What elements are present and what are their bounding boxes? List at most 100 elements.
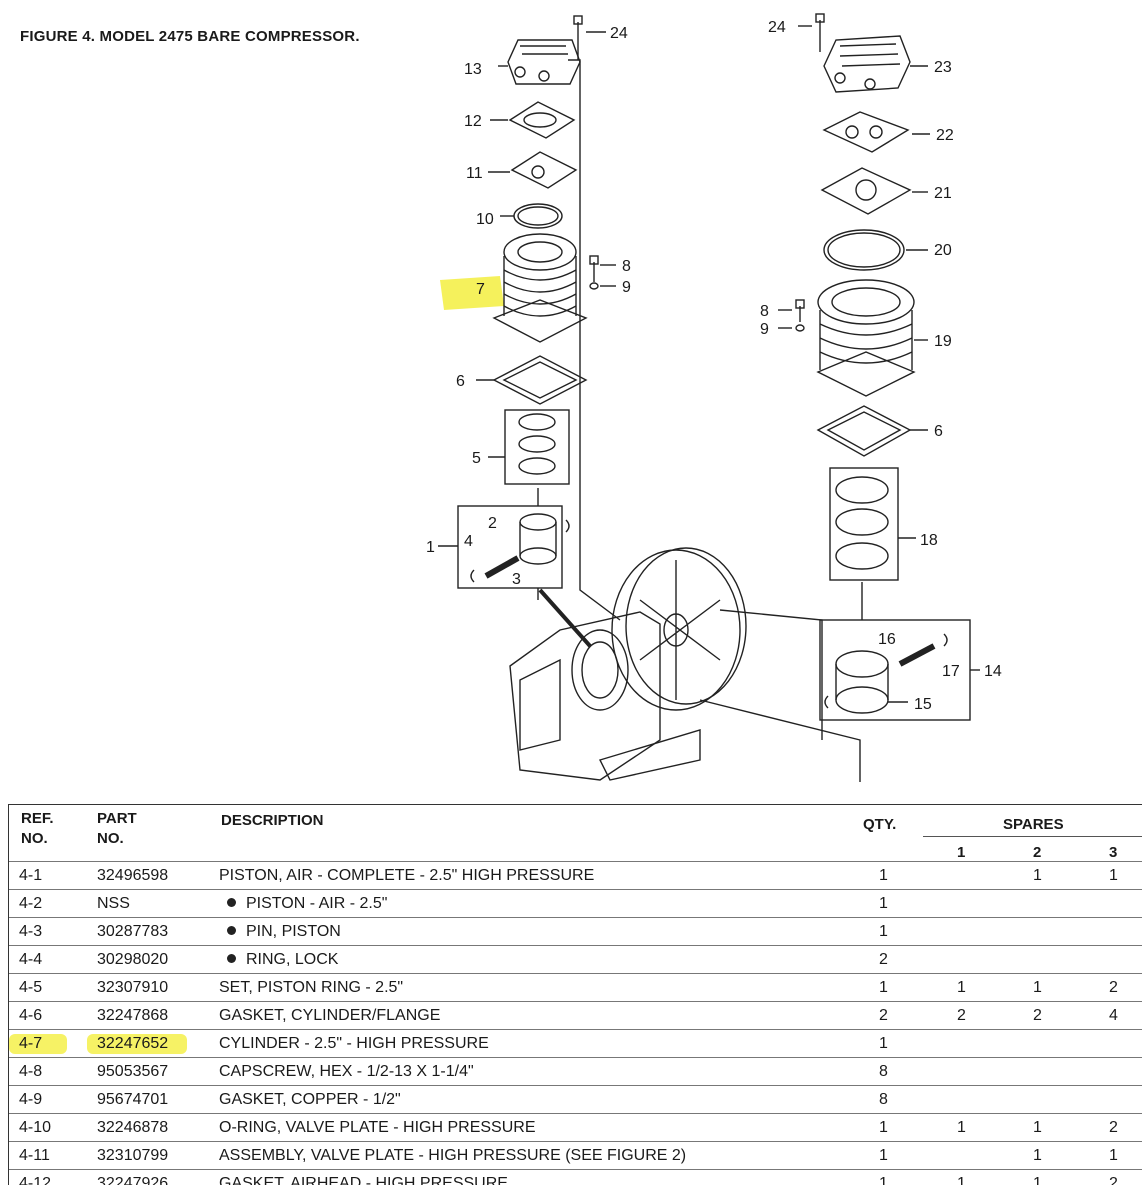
callout-14: 14 — [984, 663, 1002, 680]
cell-description: PISTON, AIR - COMPLETE - 2.5" HIGH PRESS… — [219, 867, 594, 885]
cell-part-no: NSS — [97, 895, 130, 913]
cell-qty-text: 1 — [879, 895, 888, 912]
cell-part-no: 32247652 — [97, 1035, 168, 1053]
cell-spare-3: 2 — [1109, 979, 1118, 997]
cell-ref: 4-1 — [19, 867, 42, 885]
cell-part-no: 30298020 — [97, 951, 168, 969]
cell-description-text: GASKET, CYLINDER/FLANGE — [219, 1007, 441, 1024]
cell-spare-3-text: 2 — [1109, 979, 1118, 996]
header-ref: REF.NO. — [21, 810, 54, 847]
cell-ref-text: 4-4 — [19, 951, 43, 968]
cell-description-text: RING, LOCK — [246, 951, 339, 968]
callout-21: 21 — [934, 185, 952, 202]
callout-24-left: 24 — [610, 25, 628, 42]
cell-qty-text: 1 — [879, 1035, 888, 1052]
cell-ref-text: 4-7 — [19, 1035, 43, 1052]
cell-description: GASKET, AIRHEAD - HIGH PRESSURE — [219, 1175, 508, 1185]
cell-part-no-text: 32310799 — [97, 1147, 169, 1164]
callout-4: 4 — [464, 533, 473, 550]
callout-23: 23 — [934, 59, 952, 76]
table-row: 4-12 32247926 GASKET, AIRHEAD - HIGH PRESS… — [9, 1169, 1142, 1185]
cell-spare-2-text: 1 — [1033, 1119, 1042, 1136]
cell-part-no-text: 95053567 — [97, 1063, 169, 1080]
callout-22: 22 — [936, 127, 954, 144]
cell-spare-3: 4 — [1109, 1007, 1118, 1025]
spares-divider — [923, 836, 1142, 837]
callout-8-left: 8 — [622, 258, 631, 275]
cell-ref: 4-6 — [19, 1007, 42, 1025]
table-row: 4-10 32246878 O-RING, VALVE PLATE - HIGH P… — [9, 1113, 1142, 1142]
callout-10: 10 — [476, 211, 494, 228]
callout-18: 18 — [920, 532, 938, 549]
cell-part-no-text: 32247926 — [97, 1175, 169, 1185]
callout-15: 15 — [914, 696, 932, 713]
cell-description-text: CAPSCREW, HEX - 1/2-13 X 1-1/4" — [219, 1063, 474, 1080]
cell-qty: 1 — [879, 1119, 888, 1137]
callout-1: 1 — [426, 539, 435, 556]
figure-title: FIGURE 4. MODEL 2475 BARE COMPRESSOR. — [20, 28, 360, 45]
cell-qty: 1 — [879, 867, 888, 885]
cell-description-text: GASKET, AIRHEAD - HIGH PRESSURE — [219, 1175, 508, 1185]
cell-ref: 4-10 — [19, 1119, 51, 1137]
cell-description: SET, PISTON RING - 2.5" — [219, 979, 403, 997]
cell-ref-text: 4-8 — [19, 1063, 43, 1080]
cell-spare-2-text: 1 — [1033, 867, 1042, 884]
cell-qty: 8 — [879, 1091, 888, 1109]
bullet-icon — [227, 898, 236, 907]
cell-spare-1: 1 — [957, 1175, 966, 1185]
cell-qty-text: 8 — [879, 1091, 888, 1108]
cell-qty-text: 1 — [879, 1119, 888, 1136]
cell-part-no: 95053567 — [97, 1063, 168, 1081]
cell-spare-2-text: 1 — [1033, 1147, 1042, 1164]
cell-spare-3-text: 1 — [1109, 1147, 1118, 1164]
cell-part-no: 32246878 — [97, 1119, 168, 1137]
cell-description: CYLINDER - 2.5" - HIGH PRESSURE — [219, 1035, 489, 1053]
cell-part-no: 32307910 — [97, 979, 168, 997]
cell-spare-2: 2 — [1033, 1007, 1042, 1025]
cell-spare-3-text: 2 — [1109, 1175, 1118, 1185]
cell-ref: 4-4 — [19, 951, 42, 969]
highlight-callout-7 — [440, 276, 504, 310]
cell-qty-text: 1 — [879, 979, 888, 996]
cell-spare-3: 1 — [1109, 1147, 1118, 1165]
table-row: 4-8 95053567 CAPSCREW, HEX - 1/2-13 X 1-1/… — [9, 1057, 1142, 1086]
cell-ref-text: 4-12 — [19, 1175, 52, 1185]
cell-qty-text: 1 — [879, 1147, 888, 1164]
cell-spare-2-text: 2 — [1033, 1007, 1042, 1024]
cell-part-no-text: 30298020 — [97, 951, 169, 968]
cell-qty: 2 — [879, 951, 888, 969]
cell-ref-text: 4-6 — [19, 1007, 43, 1024]
cell-spare-3-text: 2 — [1109, 1119, 1118, 1136]
cell-spare-3: 1 — [1109, 867, 1118, 885]
cell-ref: 4-5 — [19, 979, 42, 997]
cell-ref-text: 4-11 — [19, 1147, 50, 1164]
cell-ref: 4-2 — [19, 895, 42, 913]
callout-9-right: 9 — [760, 321, 769, 338]
header-spare-3: 3 — [1109, 844, 1118, 861]
cell-spare-2: 1 — [1033, 1175, 1042, 1185]
bullet-icon — [227, 954, 236, 963]
cell-part-no-text: 95674701 — [97, 1091, 169, 1108]
callout-7: 7 — [476, 281, 485, 298]
cell-spare-2-text: 1 — [1033, 1175, 1042, 1185]
table-row: 4-7 32247652 CYLINDER - 2.5" - HIGH PRESSU… — [9, 1029, 1142, 1058]
cell-spare-1-text: 1 — [957, 1175, 966, 1185]
cell-spare-2: 1 — [1033, 1119, 1042, 1137]
cell-part-no: 95674701 — [97, 1091, 168, 1109]
cell-qty-text: 8 — [879, 1063, 888, 1080]
cell-description: PIN, PISTON — [227, 923, 341, 941]
callout-13: 13 — [464, 61, 482, 78]
cell-ref: 4-8 — [19, 1063, 42, 1081]
header-spare-1: 1 — [957, 844, 966, 861]
cell-ref-text: 4-1 — [19, 867, 43, 884]
cell-qty: 1 — [879, 979, 888, 997]
cell-description: O-RING, VALVE PLATE - HIGH PRESSURE — [219, 1119, 536, 1137]
cell-ref-text: 4-3 — [19, 923, 43, 940]
exploded-view-diagram: 24 13 12 11 10 8 7 9 6 5 2 4 1 3 24 23 2… — [426, 13, 1002, 782]
cell-ref: 4-12 — [19, 1175, 51, 1185]
cell-qty: 8 — [879, 1063, 888, 1081]
cell-part-no: 30287783 — [97, 923, 168, 941]
header-spares: SPARES — [1003, 816, 1064, 833]
